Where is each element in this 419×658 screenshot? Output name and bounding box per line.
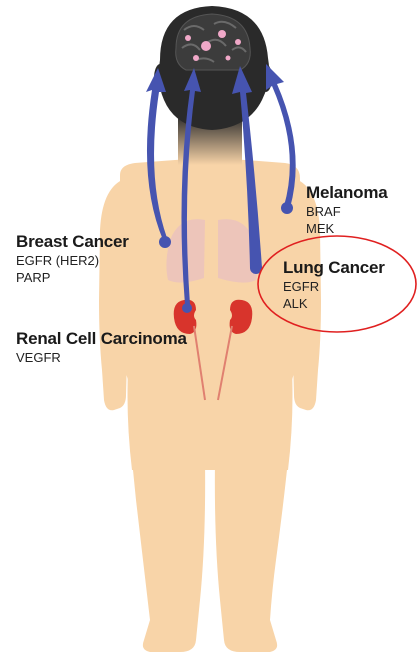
lung-cancer-name: Lung Cancer bbox=[283, 258, 385, 278]
lung-cancer-target: ALK bbox=[283, 295, 385, 312]
renal-cancer-name: Renal Cell Carcinoma bbox=[16, 329, 187, 349]
head bbox=[154, 6, 272, 130]
breast-cancer-target: EGFR (HER2) bbox=[16, 252, 129, 269]
breast-cancer-label-group: Breast Cancer EGFR (HER2) PARP bbox=[16, 232, 129, 286]
melanoma-target: BRAF bbox=[306, 203, 388, 220]
breast-cancer-name: Breast Cancer bbox=[16, 232, 129, 252]
lesion bbox=[226, 56, 231, 61]
renal-cancer-label-group: Renal Cell Carcinoma VEGFR bbox=[16, 329, 187, 366]
left-leg bbox=[132, 460, 205, 652]
lung-cancer-label-group: Lung Cancer EGFR ALK bbox=[283, 258, 385, 312]
lesion bbox=[218, 30, 226, 38]
melanoma-origin-dot bbox=[281, 202, 293, 214]
breast-cancer-target: PARP bbox=[16, 269, 129, 286]
renal-origin-dot bbox=[182, 303, 192, 313]
breast-origin-dot bbox=[159, 236, 171, 248]
lesion bbox=[201, 41, 211, 51]
right-leg bbox=[215, 460, 288, 652]
melanoma-target: MEK bbox=[306, 220, 388, 237]
lung-cancer-target: EGFR bbox=[283, 278, 385, 295]
melanoma-label-group: Melanoma BRAF MEK bbox=[306, 183, 388, 237]
lesion bbox=[185, 35, 191, 41]
renal-cancer-target: VEGFR bbox=[16, 349, 187, 366]
hips bbox=[128, 370, 293, 470]
melanoma-name: Melanoma bbox=[306, 183, 388, 203]
lesion bbox=[235, 39, 241, 45]
lesion bbox=[193, 55, 199, 61]
